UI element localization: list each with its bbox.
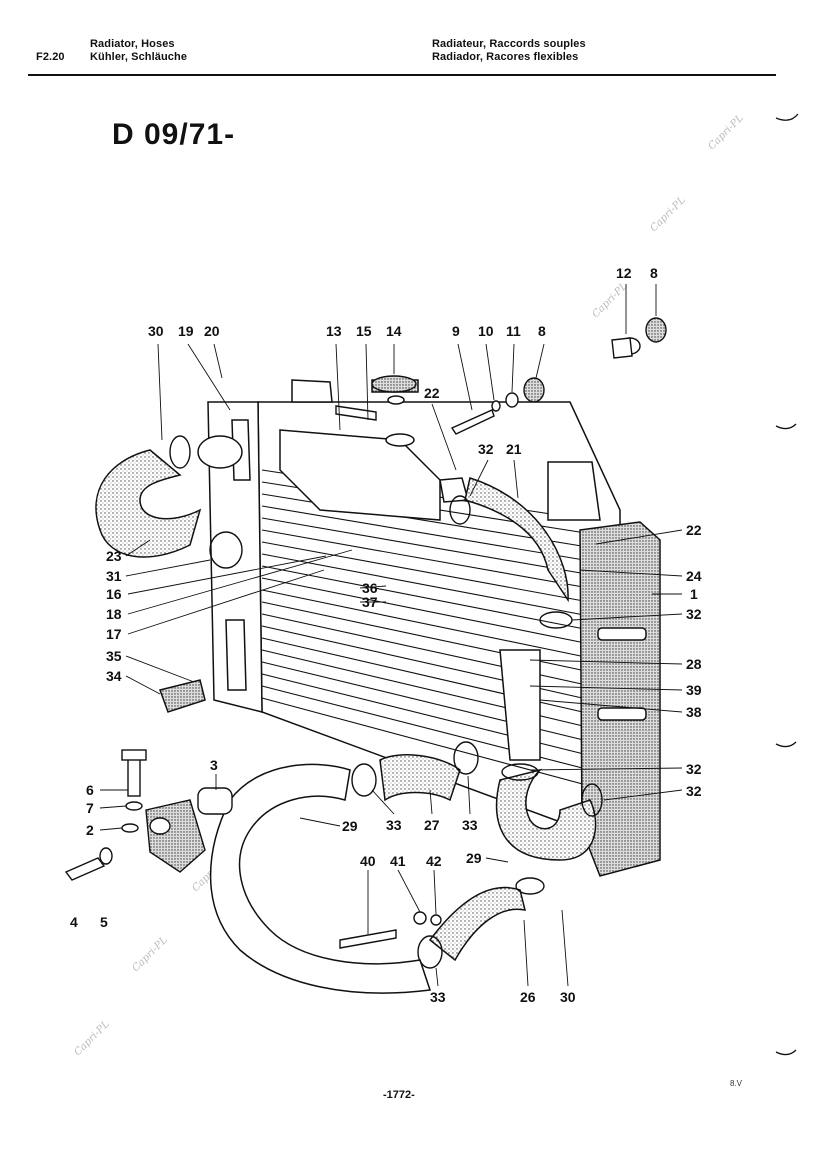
callout-labels: 30 19 20 13 15 14 9 10 11 8 12 8 22 32 2…	[70, 265, 702, 1005]
callout-5: 5	[100, 914, 108, 930]
section-code: F2.20	[36, 51, 65, 63]
title-left: Radiator, Hoses Kühler, Schläuche	[90, 38, 187, 64]
callout-3: 3	[210, 757, 218, 773]
mounts-and-fasteners	[64, 317, 667, 949]
binder-marks	[775, 113, 799, 1056]
callout-24: 24	[686, 568, 702, 584]
callout-29-left: 29	[342, 818, 358, 834]
watermark-2: Capri-PL	[648, 194, 688, 234]
title-german: Kühler, Schläuche	[90, 51, 188, 63]
hose-clamps	[169, 435, 603, 969]
watermark-7: Capri-PL	[72, 1018, 112, 1058]
callout-8-lower: 8	[538, 323, 546, 339]
callout-39: 39	[686, 682, 702, 698]
callout-27: 27	[424, 817, 440, 833]
callout-30-bottom: 30	[560, 989, 576, 1005]
callout-28: 28	[686, 656, 702, 672]
callout-32-right-lower: 32	[686, 783, 702, 799]
callout-29-right: 29	[466, 850, 482, 866]
title-spanish: Radiador, Racores flexibles	[432, 51, 579, 63]
callout-2: 2	[86, 822, 94, 838]
callout-33-left: 33	[386, 817, 402, 833]
callout-9: 9	[452, 323, 460, 339]
watermark-3: Capri-PL	[590, 280, 630, 320]
callout-32-right-mid: 32	[686, 761, 702, 777]
header-rule	[28, 74, 776, 76]
title-right: Radiateur, Raccords souples Radiador, Ra…	[432, 38, 586, 64]
callout-35: 35	[106, 648, 122, 664]
callout-20: 20	[204, 323, 220, 339]
hoses	[95, 435, 597, 994]
callout-16: 16	[106, 586, 122, 602]
callout-37: 37	[362, 594, 378, 610]
model-code: D 09/71-	[112, 118, 236, 151]
callout-10: 10	[478, 323, 494, 339]
callout-31: 31	[106, 568, 122, 584]
callout-7: 7	[86, 800, 94, 816]
callout-33-mid: 33	[462, 817, 478, 833]
callout-6: 6	[86, 782, 94, 798]
callout-17: 17	[106, 626, 122, 642]
callout-12: 12	[616, 265, 632, 281]
callout-13: 13	[326, 323, 342, 339]
watermark-1: Capri-PL	[706, 112, 746, 152]
callout-19: 19	[178, 323, 194, 339]
callout-32-right-upper: 32	[686, 606, 702, 622]
page-number: -1772-	[383, 1089, 415, 1101]
callout-32-top: 32	[478, 441, 494, 457]
callout-38: 38	[686, 704, 702, 720]
callout-42: 42	[426, 853, 442, 869]
corner-mark: 8.V	[730, 1079, 743, 1088]
callout-34: 34	[106, 668, 122, 684]
callout-22-right: 22	[686, 522, 702, 538]
callout-41: 41	[390, 853, 406, 869]
callout-21: 21	[506, 441, 522, 457]
title-french: Radiateur, Raccords souples	[432, 38, 586, 50]
callout-15: 15	[356, 323, 372, 339]
callout-33-bottom: 33	[430, 989, 446, 1005]
callout-23: 23	[106, 548, 122, 564]
callout-14: 14	[386, 323, 402, 339]
callout-40: 40	[360, 853, 376, 869]
title-english: Radiator, Hoses	[90, 38, 175, 50]
callout-18: 18	[106, 606, 122, 622]
callout-8-upper: 8	[650, 265, 658, 281]
watermark-6: Capri-PL	[130, 934, 170, 974]
callout-36: 36	[362, 580, 378, 596]
callout-11: 11	[506, 323, 521, 339]
callout-30: 30	[148, 323, 164, 339]
callout-4: 4	[70, 914, 78, 930]
callout-22-top: 22	[424, 385, 440, 401]
leader-lines	[99, 284, 683, 987]
callout-26: 26	[520, 989, 536, 1005]
callout-1: 1	[690, 586, 698, 602]
